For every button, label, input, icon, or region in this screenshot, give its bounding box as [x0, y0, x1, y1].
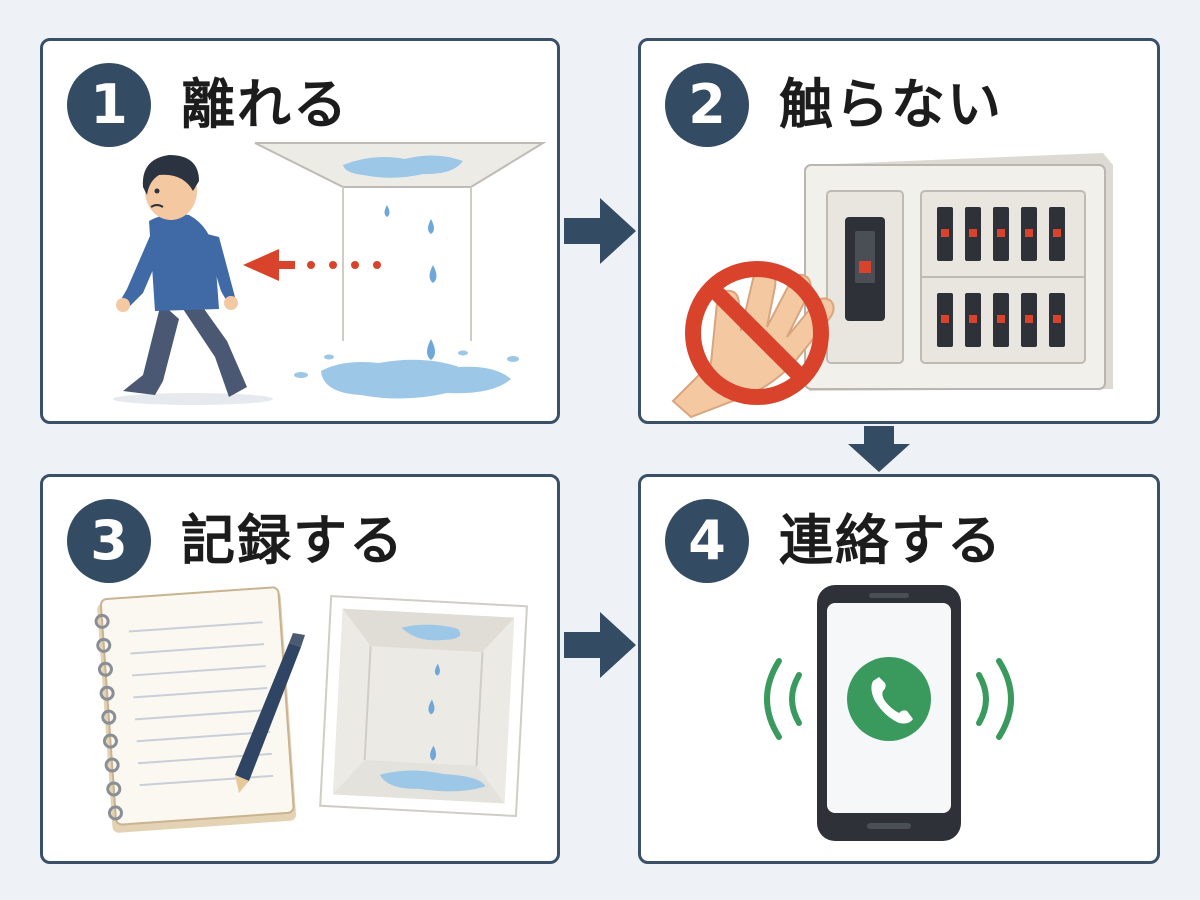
- leaking-ceiling-icon: [254, 142, 547, 399]
- step-card-leave: 1 離れる: [40, 38, 560, 424]
- ringing-phone-icon: [764, 585, 1014, 841]
- step-number-badge: 3: [67, 499, 151, 583]
- step-number-badge: 2: [665, 63, 749, 147]
- no-touch-prohibition-icon: [671, 261, 835, 419]
- arrow-step2-to-step4: [848, 426, 910, 472]
- step-card-do-not-touch: 2 触らない: [638, 38, 1160, 424]
- move-away-arrow-icon: [243, 249, 381, 281]
- pencil-icon: [235, 633, 305, 793]
- person-walking-away-icon: [113, 155, 273, 405]
- step-card-record: 3 記録する: [40, 474, 560, 864]
- step-title: 離れる: [181, 73, 349, 136]
- arrow-step1-to-step2: [564, 198, 636, 264]
- step-number-badge: 1: [67, 63, 151, 147]
- leak-photo-icon: [319, 594, 528, 818]
- record-illustration: [94, 586, 528, 833]
- contact-illustration: [764, 585, 1014, 841]
- step-number-badge: 4: [665, 499, 749, 583]
- breaker-panel-icon: [804, 153, 1113, 391]
- step-title: 連絡する: [779, 509, 1003, 572]
- arrow-step3-to-step4: [564, 612, 636, 678]
- do-not-touch-illustration: [671, 153, 1113, 419]
- step-title: 記録する: [181, 509, 405, 572]
- step-card-contact: 4 連絡する: [638, 474, 1160, 864]
- step-title: 触らない: [779, 73, 1003, 136]
- leave-illustration: [113, 142, 547, 405]
